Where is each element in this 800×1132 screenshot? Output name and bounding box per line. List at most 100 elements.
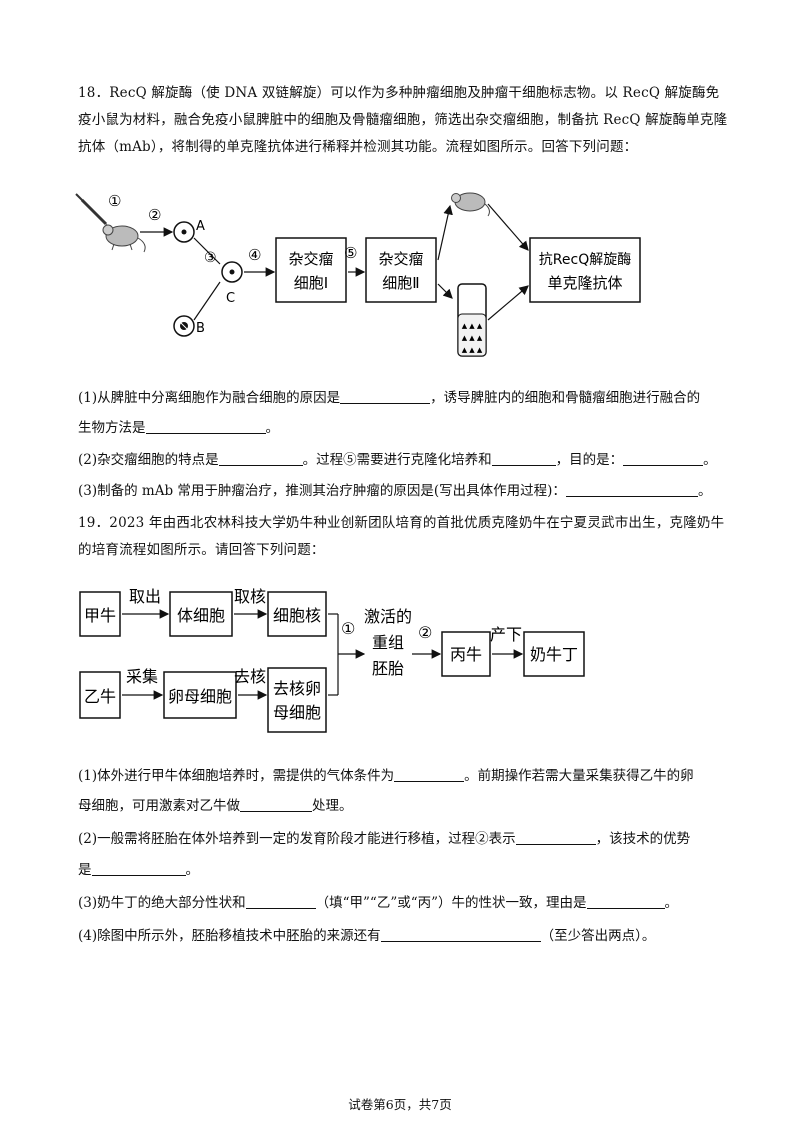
q19-intro: 19．2023 年由西北农林科技大学奶牛种业创新团队培育的首批优质克隆奶牛在宁夏…: [78, 515, 725, 558]
bing-cow-box: [441, 631, 491, 677]
answer-blank[interactable]: [145, 419, 266, 434]
cell-c-icon: [221, 261, 243, 283]
cell-a-label: A: [196, 219, 205, 234]
yi-cow-box: [79, 671, 121, 719]
somatic-cell-box: [169, 591, 233, 637]
q18-sub2-end: 。: [703, 452, 717, 468]
step-2-label: ②: [418, 623, 432, 642]
step-1-label: ①: [341, 619, 355, 638]
answer-blank[interactable]: [240, 797, 312, 812]
q19-sub4-text-a: (4)除图中所示外，胚胎移植技术中胚胎的来源还有: [78, 928, 381, 944]
q19-sub2-text-b: ，该技术的优势: [595, 831, 691, 847]
antibody-box: [529, 237, 641, 303]
q18-sub1-line2: 生物方法是 。: [78, 418, 279, 438]
answer-blank[interactable]: [394, 767, 465, 782]
q18-sub1-text-a: (1)从脾脏中分离细胞作为融合细胞的原因是: [78, 390, 341, 406]
q19-sub2-line1: (2)一般需将胚胎在体外培养到一定的发育阶段才能进行移植，过程②表示 ，该技术的优…: [78, 829, 690, 849]
mouse-icon: [451, 192, 490, 217]
q18-intro: 18．RecQ 解旋酶（使 DNA 双链解旋）可以作为多种肿瘤细胞及肿瘤干细胞标…: [78, 85, 728, 155]
q19-sub3-text-b: （填“甲”“乙”或“丙”）牛的性状一致，理由是: [315, 895, 587, 911]
svg-text:▲ ▲ ▲: ▲ ▲ ▲: [462, 334, 483, 342]
q19-sub2-text-c: 是: [78, 862, 92, 878]
collect-label: 采集: [126, 667, 158, 686]
q18-sub1-end: 。: [265, 420, 280, 436]
q19-sub3-end: 。: [664, 895, 679, 911]
step-5-label: ⑤: [344, 244, 357, 262]
embryo-line1: 激活的: [364, 607, 412, 626]
step-1-label: ①: [108, 192, 121, 210]
q18-sub3-text-a: (3)制备的 mAb 常用于肿瘤治疗，推测其治疗肿瘤的原因是(写出具体作用过程)…: [78, 483, 566, 499]
q19-sub1-line1: (1)体外进行甲牛体细胞培养时，需提供的气体条件为 。前期操作若需大量采集获得乙牛…: [78, 766, 694, 786]
q19-sub1-line2: 母细胞，可用激素对乙牛做 处理。: [78, 796, 353, 816]
hybridoma-ii-line1: 杂交瘤: [378, 250, 423, 268]
enucleated-line1: 去核卵: [273, 679, 321, 698]
q18-sub1-text-c: 生物方法是: [78, 420, 146, 436]
jia-cow-box: [79, 591, 121, 637]
hybridoma-i-line2: 细胞Ⅰ: [294, 274, 328, 292]
step-2-label: ②: [148, 206, 161, 224]
answer-blank[interactable]: [91, 861, 186, 876]
cell-b-label: B: [196, 321, 205, 336]
cell-c-label: C: [226, 291, 235, 306]
q18-sub3: (3)制备的 mAb 常用于肿瘤治疗，推测其治疗肿瘤的原因是(写出具体作用过程)…: [78, 481, 711, 501]
mouse-icon: [102, 224, 146, 253]
give-birth-label: 产下: [490, 625, 522, 644]
take-out-label: 取出: [129, 587, 161, 606]
step-3-label: ③: [204, 250, 217, 266]
answer-blank[interactable]: [586, 894, 665, 909]
hybridoma-i-line1: 杂交瘤: [288, 250, 333, 268]
answer-blank[interactable]: [515, 830, 596, 845]
answer-blank[interactable]: [218, 451, 303, 466]
q18-sub2-text-b: 。过程⑤需要进行克隆化培养和: [302, 452, 492, 468]
q19-sub3: (3)奶牛丁的绝大部分性状和 （填“甲”“乙”或“丙”）牛的性状一致，理由是 。: [78, 893, 678, 913]
embryo-line2: 重组: [372, 633, 404, 652]
enucleated-line2: 母细胞: [273, 703, 321, 722]
answer-blank[interactable]: [623, 451, 704, 466]
answer-blank[interactable]: [380, 927, 541, 942]
answer-blank[interactable]: [340, 389, 431, 404]
answer-blank[interactable]: [491, 451, 556, 466]
q19-flow-diagram: 甲牛 取出 体细胞 取核 细胞核 乙牛 采集 卵母细胞 去核 去核卵 母细胞 ①…: [79, 587, 585, 733]
ding-cow-label: 奶牛丁: [530, 645, 578, 664]
antibody-line1: 抗RecQ解旋酶: [539, 252, 631, 268]
nucleus-label: 细胞核: [273, 606, 321, 625]
cell-a-icon: [173, 221, 195, 243]
q19-sub1-text-c: 母细胞，可用激素对乙牛做: [78, 798, 240, 814]
svg-text:▲ ▲ ▲: ▲ ▲ ▲: [462, 322, 483, 330]
q19-sub2-end: 。: [185, 862, 200, 878]
answer-blank[interactable]: [565, 482, 698, 497]
q19-sub2-text-a: (2)一般需将胚胎在体外培养到一定的发育阶段才能进行移植，过程②表示: [78, 831, 516, 847]
q19-sub4: (4)除图中所示外，胚胎移植技术中胚胎的来源还有（至少答出两点）。: [78, 926, 655, 946]
step-4-label: ④: [248, 246, 261, 264]
q19-sub1-text-d: 处理。: [312, 798, 353, 814]
enucleated-oocyte-box: [267, 667, 327, 733]
enucleate-label: 去核: [234, 667, 266, 686]
hybridoma-i-box: [275, 237, 347, 303]
hybridoma-ii-line2: 细胞Ⅱ: [382, 274, 419, 292]
q19-sub3-text-a: (3)奶牛丁的绝大部分性状和: [78, 895, 246, 911]
svg-text:▲ ▲ ▲: ▲ ▲ ▲: [462, 346, 483, 354]
jia-cow-label: 甲牛: [84, 606, 116, 625]
q19-sub1-text-b: 。前期操作若需大量采集获得乙牛的卵: [464, 768, 694, 784]
somatic-cell-label: 体细胞: [177, 606, 225, 625]
bing-cow-label: 丙牛: [450, 645, 482, 664]
embryo-line3: 胚胎: [372, 659, 404, 678]
syringe-icon: [75, 193, 113, 231]
q19-sub1-text-a: (1)体外进行甲牛体细胞培养时，需提供的气体条件为: [78, 768, 395, 784]
oocyte-label: 卵母细胞: [168, 687, 232, 706]
take-nucleus-label: 取核: [234, 587, 266, 606]
antibody-line2: 单克隆抗体: [547, 274, 622, 292]
page-footer: 试卷第6页，共7页: [348, 1097, 452, 1112]
q18-sub1-text-b: ，诱导脾脏内的细胞和骨髓瘤细胞进行融合的: [430, 390, 701, 406]
hybridoma-ii-box: [365, 237, 437, 303]
q18-sub1-line1: (1)从脾脏中分离细胞作为融合细胞的原因是 ，诱导脾脏内的细胞和骨髓瘤细胞进行融合…: [78, 388, 700, 408]
cell-b-icon: [173, 315, 195, 337]
q18-sub3-end: 。: [697, 483, 712, 499]
nucleus-box: [267, 591, 327, 637]
q19-sub2-line2: 是。: [78, 860, 199, 880]
culture-tube-icon: ▲ ▲ ▲ ▲ ▲ ▲ ▲ ▲ ▲: [457, 283, 487, 357]
oocyte-box: [163, 671, 237, 719]
answer-blank[interactable]: [245, 894, 316, 909]
q18-sub2-text-a: (2)杂交瘤细胞的特点是: [78, 452, 219, 468]
q18-flow-diagram: ① ② A B ③ C ④ 杂交瘤 细胞Ⅰ ⑤ 杂交瘤 细胞Ⅱ: [75, 192, 641, 357]
